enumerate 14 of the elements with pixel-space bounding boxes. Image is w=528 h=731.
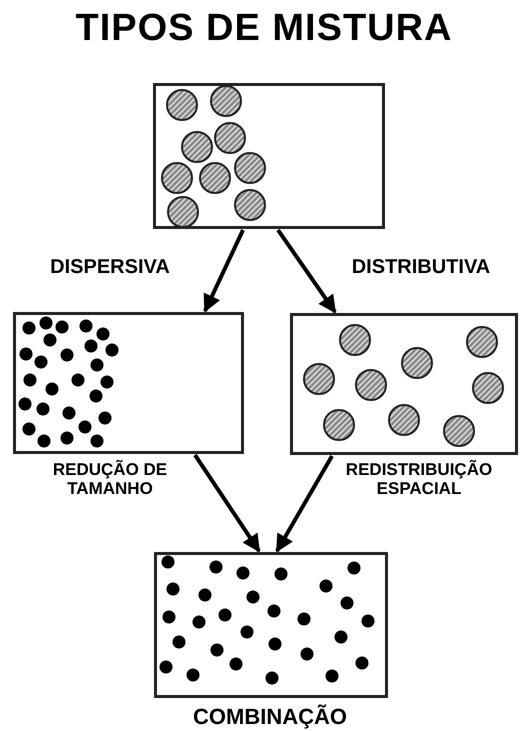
edge-label: DISTRIBUTIVA [350,256,492,278]
mixture-box [13,312,244,454]
edge-label: DISPERSIVA [49,256,171,278]
mixture-box [153,83,385,229]
mixture-box [290,313,518,455]
mixture-box [154,552,388,698]
arrow [275,455,334,553]
title: TIPOS DE MISTURA [74,8,454,50]
arrow [193,454,261,552]
node-label: COMBINAÇÃO [192,705,348,730]
node-label: REDISTRIBUIÇÃO ESPACIAL [344,461,494,498]
arrow [203,229,245,313]
arrow [276,228,337,314]
node-label: REDUÇÃO DE TAMANHO [52,461,168,498]
